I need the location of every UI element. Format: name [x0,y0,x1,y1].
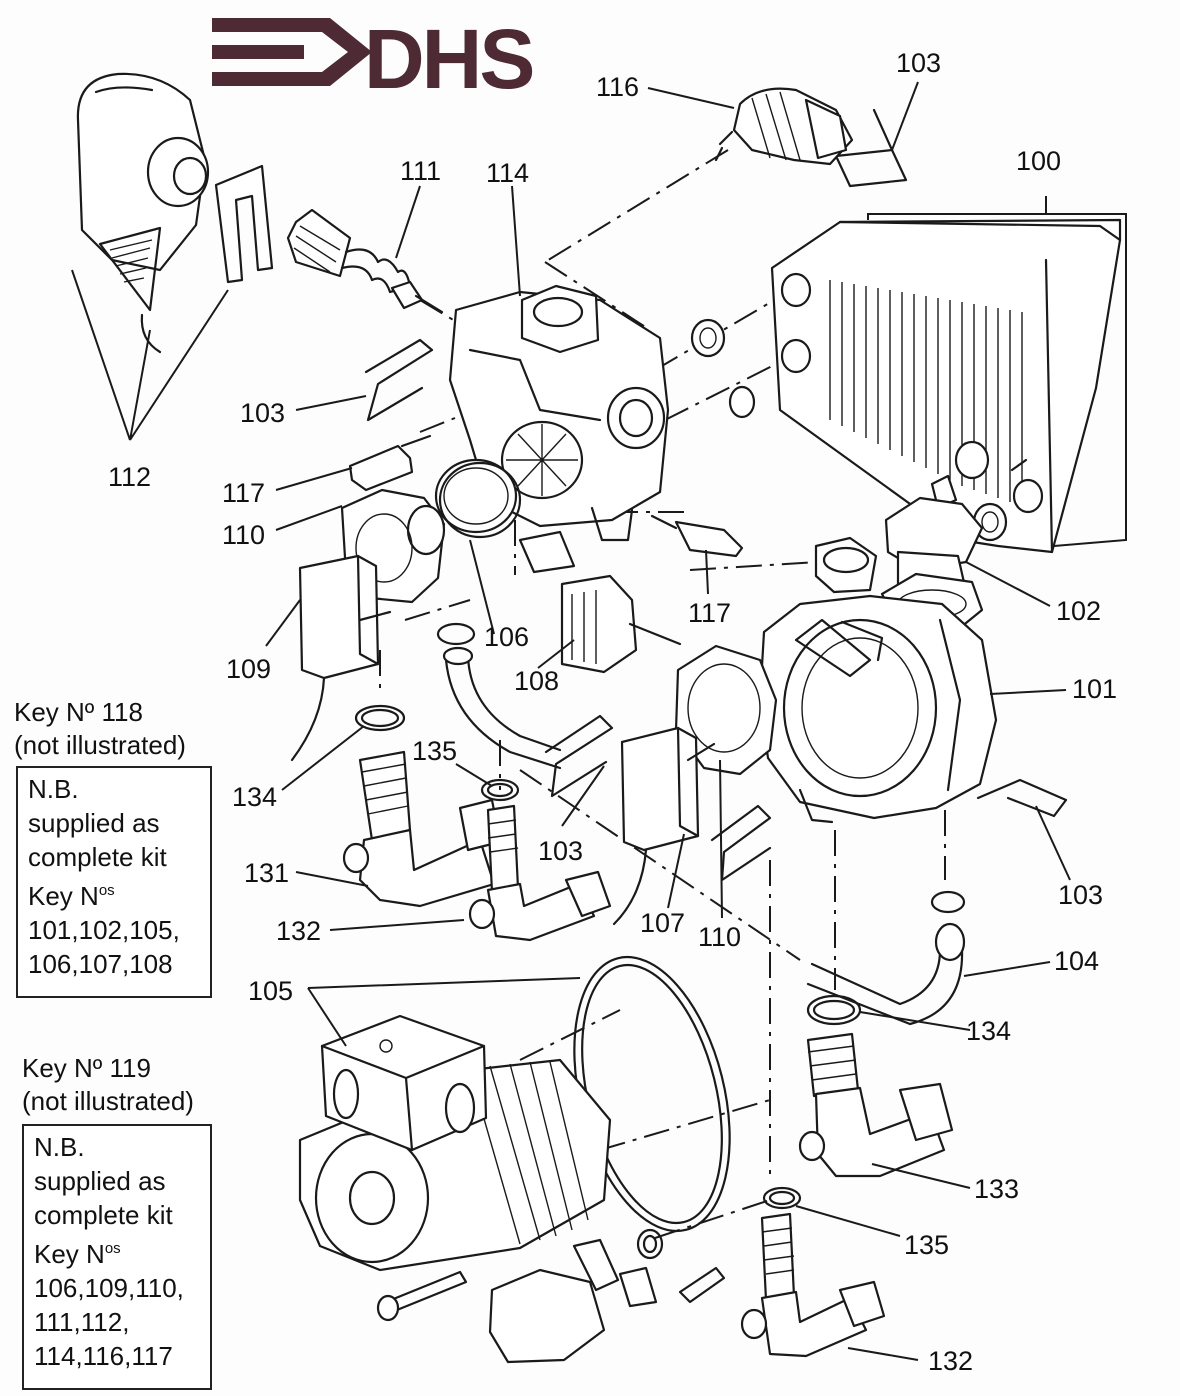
callout-116: 116 [596,72,639,102]
callout-110-left: 110 [222,520,265,550]
callout-132-upper: 132 [276,916,321,946]
dhs-logo: DHS [212,12,535,106]
key-118-title: Key Nº 118 [14,697,143,727]
key-119-numbers-2: 111,112, [34,1307,130,1337]
part-105-pump-motor [298,955,731,1272]
callout-112: 112 [108,462,151,492]
callout-117-left: 117 [222,478,265,508]
callout-100: 100 [1016,146,1061,176]
key-119-line-3: complete kit [34,1200,173,1230]
o-rings [354,704,862,1260]
key-118-line-2: supplied as [28,808,160,838]
assembly-centre-lines [379,149,946,1239]
callout-134-lower: 134 [966,1016,1011,1046]
callout-105: 105 [248,976,293,1006]
key-118-numbers-1: 101,102,105, [28,915,180,945]
part-116-bleed-valve [714,87,854,166]
callout-135-lower: 135 [904,1230,949,1260]
leader-lines [265,81,1071,1361]
key-119-numbers-1: 106,109,110, [34,1273,184,1303]
key-118-key-label: Key Nos [28,881,115,911]
key-118-subtitle: (not illustrated) [14,730,186,760]
part-111-cartridge [286,208,444,314]
key-118-heading: Key Nº 118 (not illustrated) [14,696,186,762]
key-118-nb: N.B. [28,774,79,804]
callout-101: 101 [1072,674,1117,704]
callout-labels: 100 101 102 103 103 103 103 104 105 106 … [108,48,1117,1376]
part-112-actuator [76,72,274,354]
key-119-key-sup: os [104,1240,121,1257]
callout-111: 111 [400,156,441,186]
key-119-nb: N.B. [34,1132,85,1162]
callout-103-middle: 103 [538,836,583,866]
callout-134-upper: 134 [232,782,277,812]
callout-135-upper: 135 [412,736,457,766]
callout-107: 107 [640,908,685,938]
part-110-pump-heads [340,458,778,776]
callout-117-right: 117 [688,598,731,628]
key-119-numbers-3: 114,116,117 [34,1341,173,1371]
callout-109: 109 [226,654,271,684]
part-106-108 [438,461,682,674]
part-101-pump-housing [758,536,998,824]
callout-131: 131 [244,858,289,888]
callout-133: 133 [974,1174,1019,1204]
callout-106: 106 [484,622,529,652]
callout-103-top: 103 [896,48,941,78]
key-119-line-2: supplied as [34,1166,166,1196]
key-119-note-box: N.B. supplied as complete kit Key Nos 10… [22,1124,212,1390]
callout-114: 114 [486,158,529,188]
part-100-heat-exchanger [690,218,1122,554]
pipes-and-elbows [342,622,966,1358]
logo-text: DHS [364,12,532,106]
key-119-title: Key Nº 119 [22,1053,151,1083]
part-109-107-plugs [290,554,716,926]
key-119-key-label: Key Nos [34,1239,121,1269]
part-114-valve-body [448,284,670,574]
callout-132-lower: 132 [928,1346,973,1376]
key-118-line-3: complete kit [28,842,167,872]
bolt-and-drain [376,1238,658,1364]
key-118-numbers-2: 106,107,108 [28,949,173,979]
key-119-subtitle: (not illustrated) [22,1086,194,1116]
key-119-heading: Key Nº 119 (not illustrated) [22,1052,194,1118]
callout-102: 102 [1056,596,1101,626]
key-118-note-box: N.B. supplied as complete kit Key Nos 10… [16,766,212,998]
callout-104: 104 [1054,946,1099,976]
leader-100 [867,196,1127,547]
callout-110-right: 110 [698,922,741,952]
callout-108: 108 [514,666,559,696]
part-117-sensors [348,434,744,558]
callout-103-left: 103 [240,398,285,428]
key-118-key-sup: os [98,882,115,899]
leader-112 [71,269,229,441]
callout-103-right: 103 [1058,880,1103,910]
